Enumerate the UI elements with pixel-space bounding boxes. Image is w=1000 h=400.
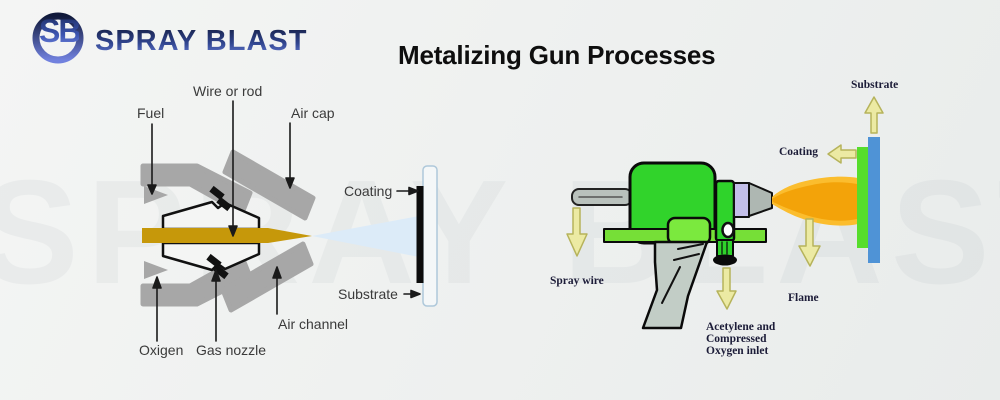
inlet-nut	[713, 254, 737, 266]
page-title: Metalizing Gun Processes	[398, 40, 716, 70]
substrate-panel	[422, 165, 438, 307]
flame-spray-diagram	[140, 100, 438, 342]
air-cap-upper-wall	[222, 149, 316, 221]
logo-ring-icon	[32, 12, 84, 64]
spray-wire-label: Spray wire	[550, 275, 604, 287]
coating-label-right: Coating	[779, 146, 818, 158]
substrate-label-right: Substrate	[851, 79, 899, 91]
air-channel-lower-wall	[220, 241, 314, 313]
logo-monogram: SB	[39, 13, 81, 49]
spray-cone	[312, 216, 419, 257]
substrate-plate	[868, 137, 880, 263]
substrate-arrow	[864, 96, 884, 134]
inlet-label: Acetylene and Compressed Oxygen inlet	[706, 321, 775, 357]
wire-or-rod-label: Wire or rod	[193, 83, 263, 99]
fuel-inlet-triangle	[144, 186, 168, 204]
gun-handle	[641, 240, 709, 330]
inlet-label-line2: Compressed	[706, 333, 767, 345]
flame-label: Flame	[788, 292, 819, 304]
inlet-fitting	[716, 239, 734, 257]
oxygen-label: Oxigen	[139, 342, 184, 358]
inlet-arrow	[716, 267, 737, 310]
trigger-pivot	[721, 221, 735, 239]
coating-label: Coating	[344, 183, 393, 199]
substrate-label: Substrate	[338, 286, 398, 302]
oxygen-inlet-triangle	[144, 261, 168, 279]
wire-rod-shape	[142, 228, 312, 243]
handle-detail-lines	[661, 243, 704, 304]
air-channel-label: Air channel	[278, 316, 349, 332]
fuel-label: Fuel	[137, 105, 165, 121]
flame-plume	[772, 182, 857, 221]
gas-orifice-marks	[206, 185, 232, 280]
inlet-label-line1: Acetylene and	[706, 321, 776, 333]
inlet-label-line3: Oxygen inlet	[706, 345, 769, 357]
flow-arrows	[566, 96, 884, 310]
wire-gun-diagram	[566, 96, 884, 330]
brand-name: SPRAY BLAST	[95, 25, 308, 57]
nozzle-collar	[733, 182, 750, 218]
coating-layer	[857, 147, 868, 248]
coating-strip	[416, 186, 424, 283]
gun-body-insert	[666, 216, 712, 246]
gas-nozzle-label: Gas nozzle	[196, 342, 267, 358]
spray-wire-arrow	[566, 207, 588, 257]
coating-arrow	[827, 144, 857, 164]
label-arrows	[147, 100, 421, 342]
nozzle-cone	[748, 182, 773, 217]
flame-arrow	[798, 218, 821, 267]
air-cap-label: Air cap	[291, 105, 335, 121]
